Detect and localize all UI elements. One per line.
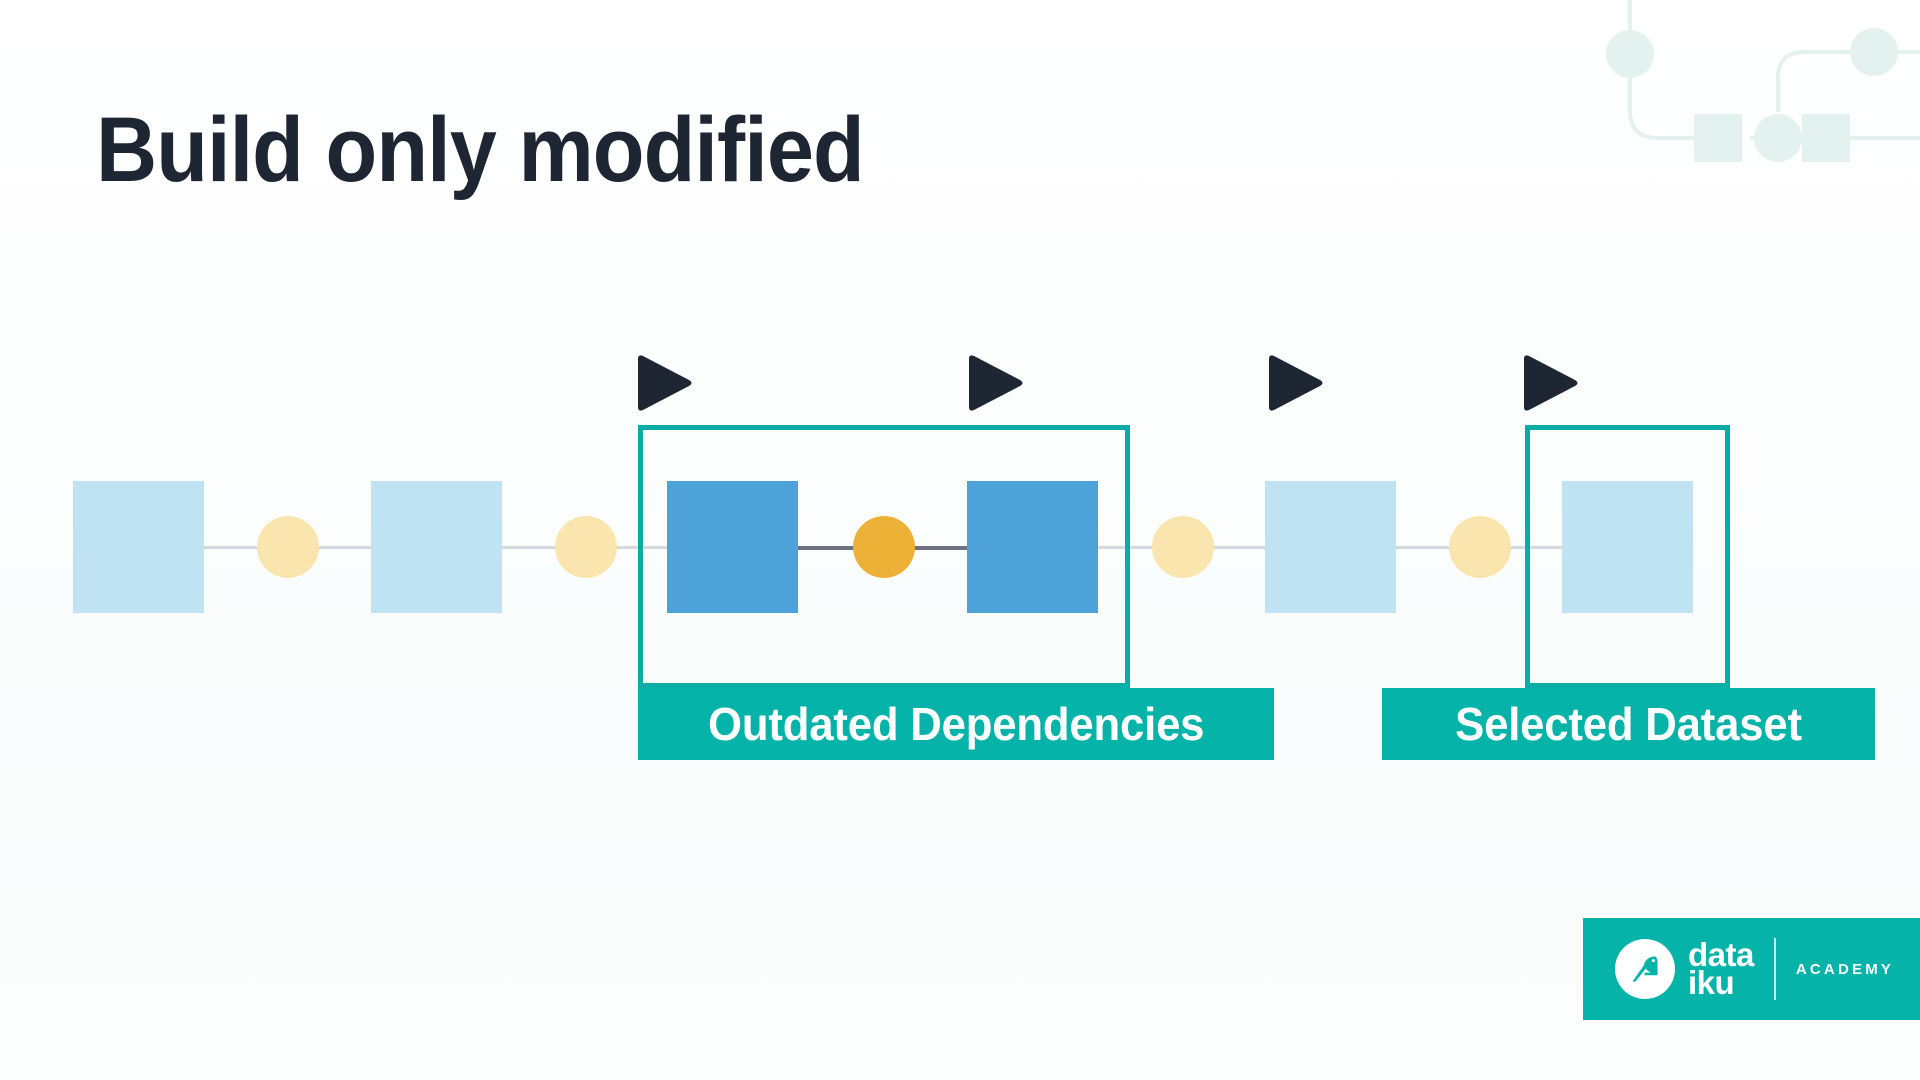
dataset-node-2[interactable]	[371, 481, 502, 613]
recipe-node-1[interactable]	[257, 516, 319, 578]
dataset-node-6-selected[interactable]	[1562, 481, 1693, 613]
highlight-label-selected-dataset: Selected Dataset	[1455, 698, 1802, 750]
highlight-label-outdated-dependencies: Outdated Dependencies	[707, 698, 1205, 750]
highlight-frame-outdated-dependencies	[638, 425, 1130, 688]
dataset-node-1[interactable]	[73, 481, 204, 613]
dataiku-wordmark: data iku	[1688, 935, 1754, 1001]
recipe-node-4[interactable]	[1152, 516, 1214, 578]
highlight-banner-outdated-dependencies: Outdated Dependencies	[638, 688, 1274, 760]
dataiku-wordmark-line2: iku	[1688, 964, 1735, 1001]
dataiku-bird-icon	[1615, 939, 1675, 999]
recipe-node-2[interactable]	[555, 516, 617, 578]
logo-divider	[1773, 938, 1776, 1000]
dataset-node-5[interactable]	[1265, 481, 1396, 613]
highlight-frame-selected-dataset	[1525, 425, 1730, 688]
highlight-banner-selected-dataset: Selected Dataset	[1382, 688, 1875, 760]
logo-academy-label: ACADEMY	[1795, 960, 1895, 978]
dataset-node-4-outdated[interactable]	[967, 481, 1098, 613]
dataiku-wordmark-line1: data	[1688, 935, 1754, 973]
recipe-node-3-outdated[interactable]	[853, 516, 915, 578]
recipe-node-5[interactable]	[1449, 516, 1511, 578]
slide-title: Build only modified	[96, 99, 865, 201]
dataiku-academy-logo: data iku ACADEMY	[1583, 918, 1920, 1020]
dataset-node-3-outdated[interactable]	[667, 481, 798, 613]
